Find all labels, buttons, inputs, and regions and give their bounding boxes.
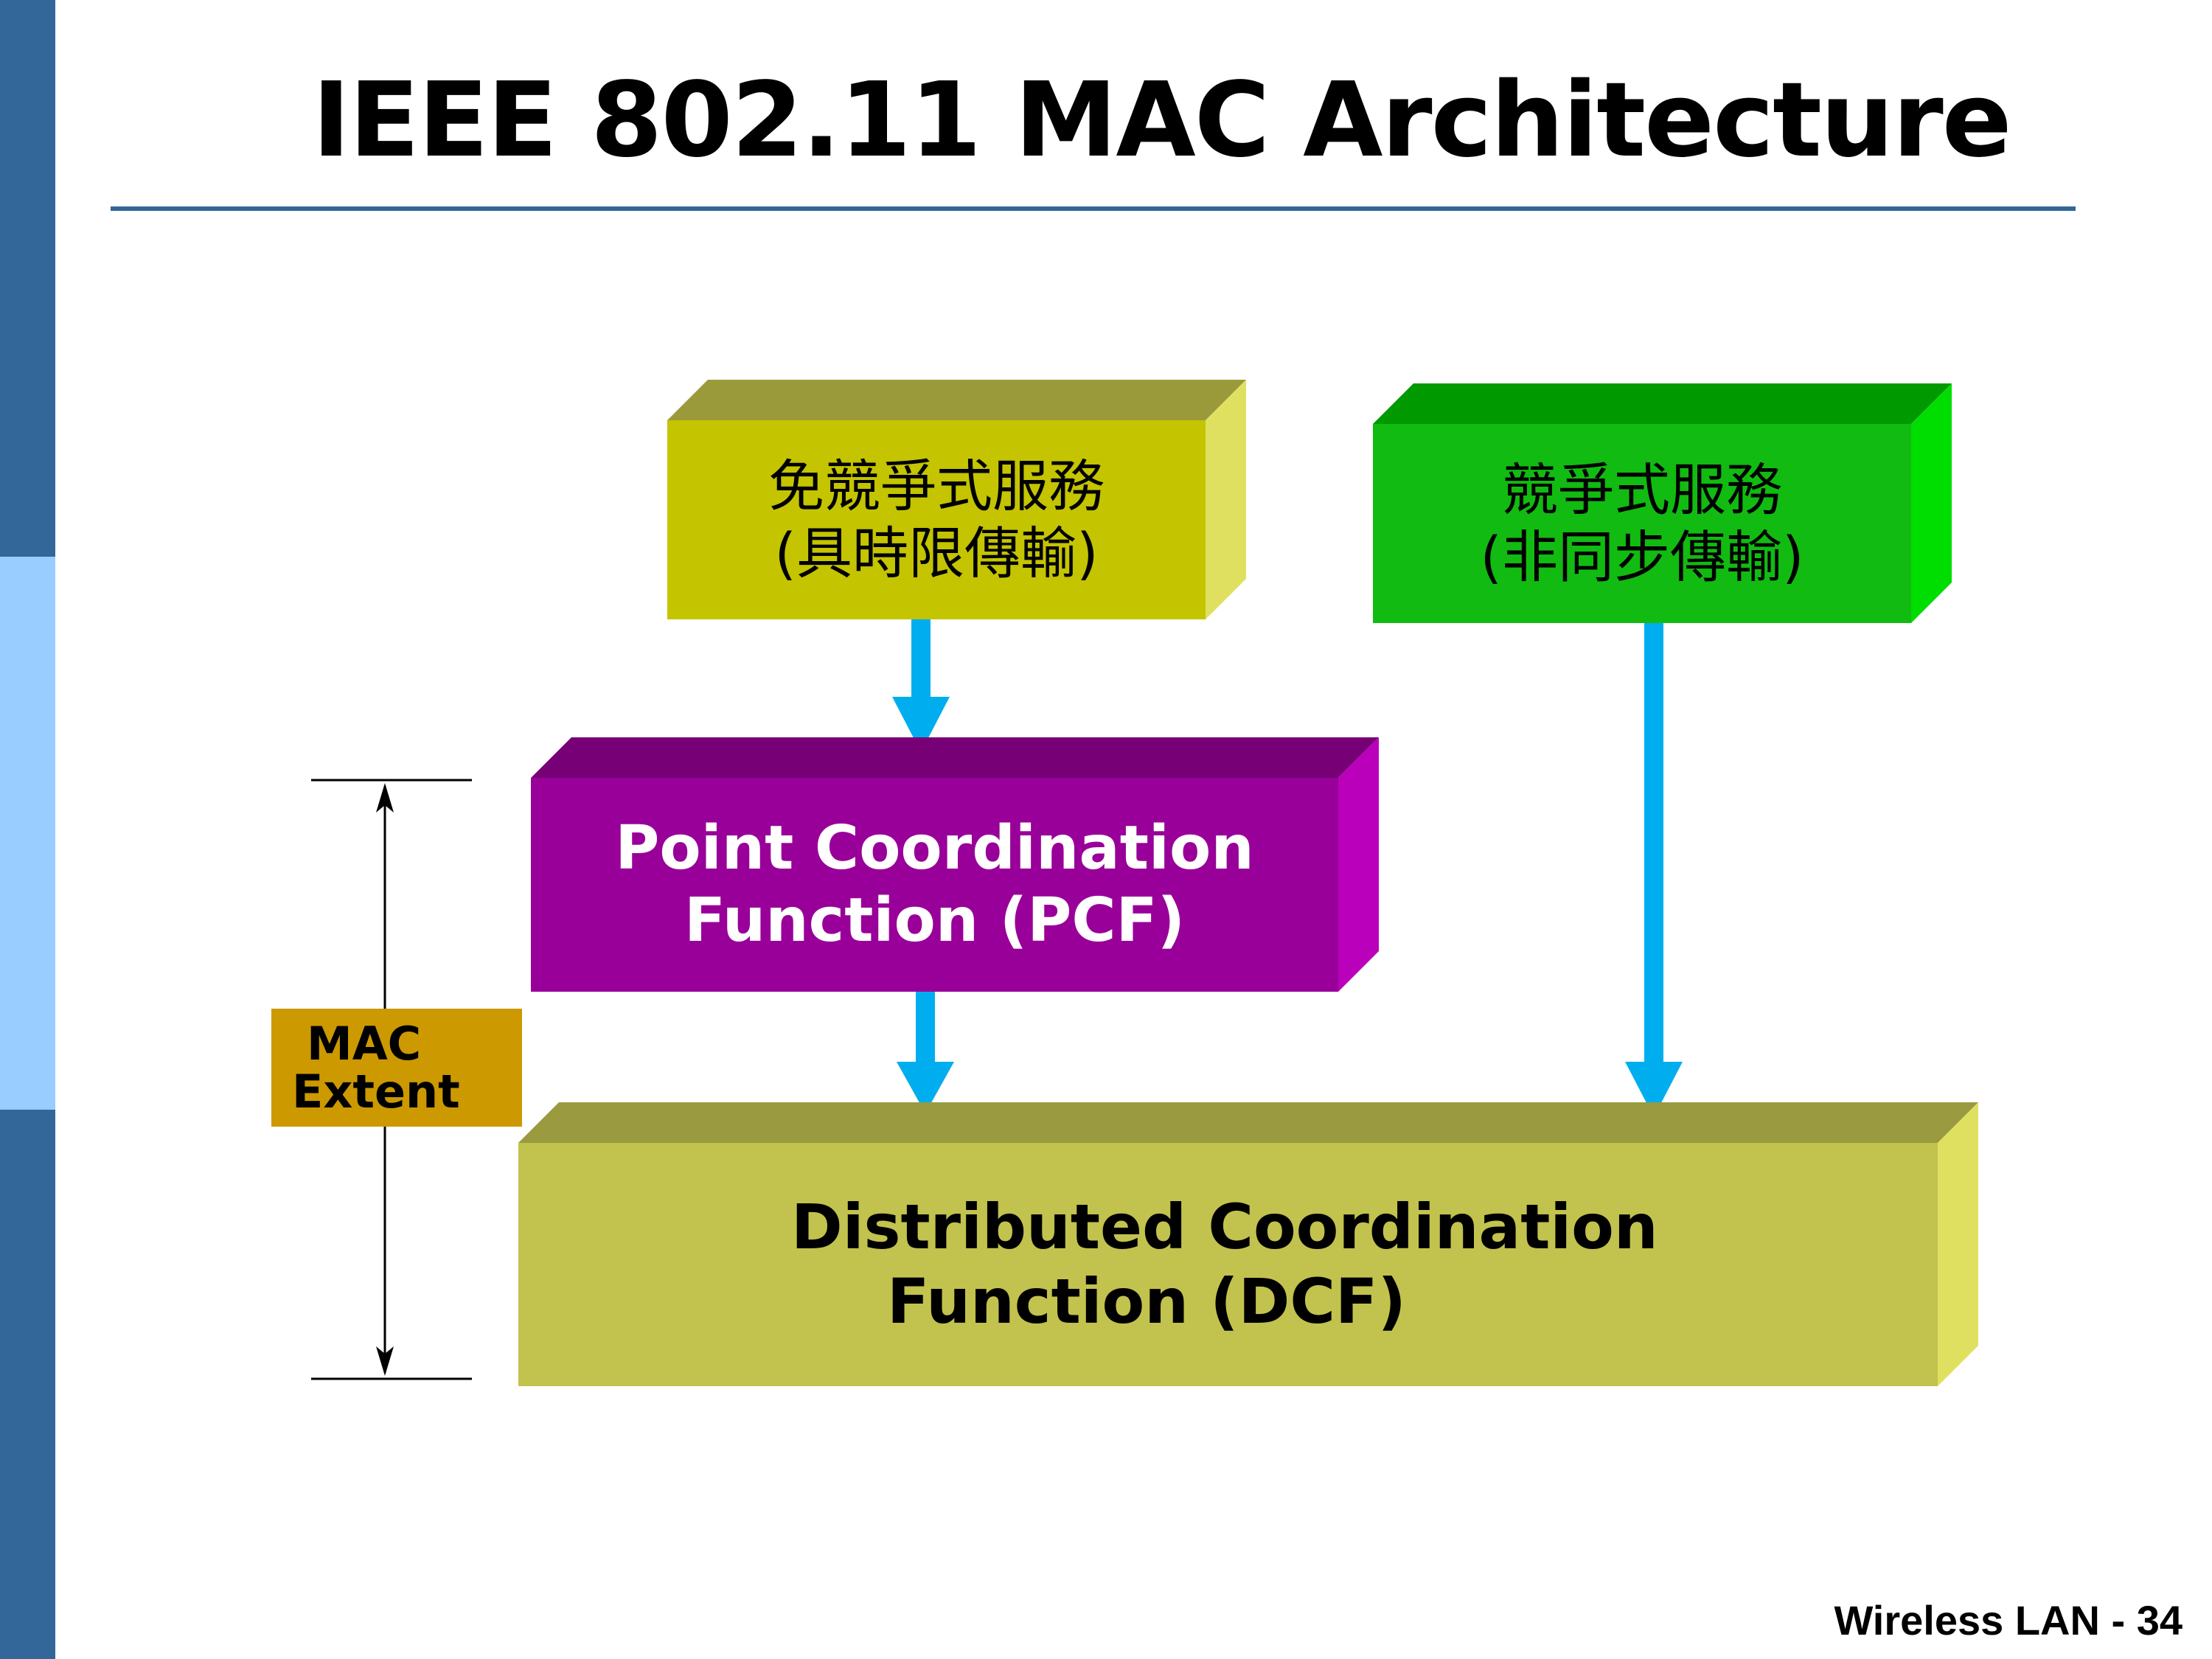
mac-extent-label: MAC Extent xyxy=(271,1009,522,1127)
side-bar-top xyxy=(0,0,55,557)
contention-service-label: 競爭式服務 xyxy=(1502,456,1782,523)
side-bar-bottom xyxy=(0,1110,55,1659)
arrow-cf-to-pcf xyxy=(892,597,950,752)
title-divider xyxy=(111,206,2076,211)
contention-service-sublabel: (非同步傳輸) xyxy=(1480,524,1804,590)
slide-title: IEEE 802.11 MAC Architecture xyxy=(312,60,2011,181)
dimension-arrowhead-up xyxy=(376,783,394,813)
pcf-label-line2: Function (PCF) xyxy=(684,886,1186,956)
dcf-label-line2: Function (DCF) xyxy=(887,1265,1406,1338)
dcf-label-line1: Distributed Coordination xyxy=(791,1191,1658,1264)
contention-free-service-label: 免競爭式服務 xyxy=(768,453,1105,519)
dimension-arrowhead-down xyxy=(376,1346,394,1376)
pcf-label-line1: Point Coordination xyxy=(615,813,1254,883)
arrow-c-to-dcf xyxy=(1625,601,1683,1117)
side-bar-middle xyxy=(0,557,55,1110)
mac-extent-line1: MAC xyxy=(307,1016,422,1071)
mac-extent-line2: Extent xyxy=(292,1065,460,1119)
mac-extent-dimension xyxy=(311,779,472,1380)
contention-free-service-sublabel: (具時限傳輸) xyxy=(774,521,1099,586)
arrow-pcf-to-dcf xyxy=(897,992,954,1113)
slide-footer: Wireless LAN - 34 xyxy=(1834,1597,2183,1644)
